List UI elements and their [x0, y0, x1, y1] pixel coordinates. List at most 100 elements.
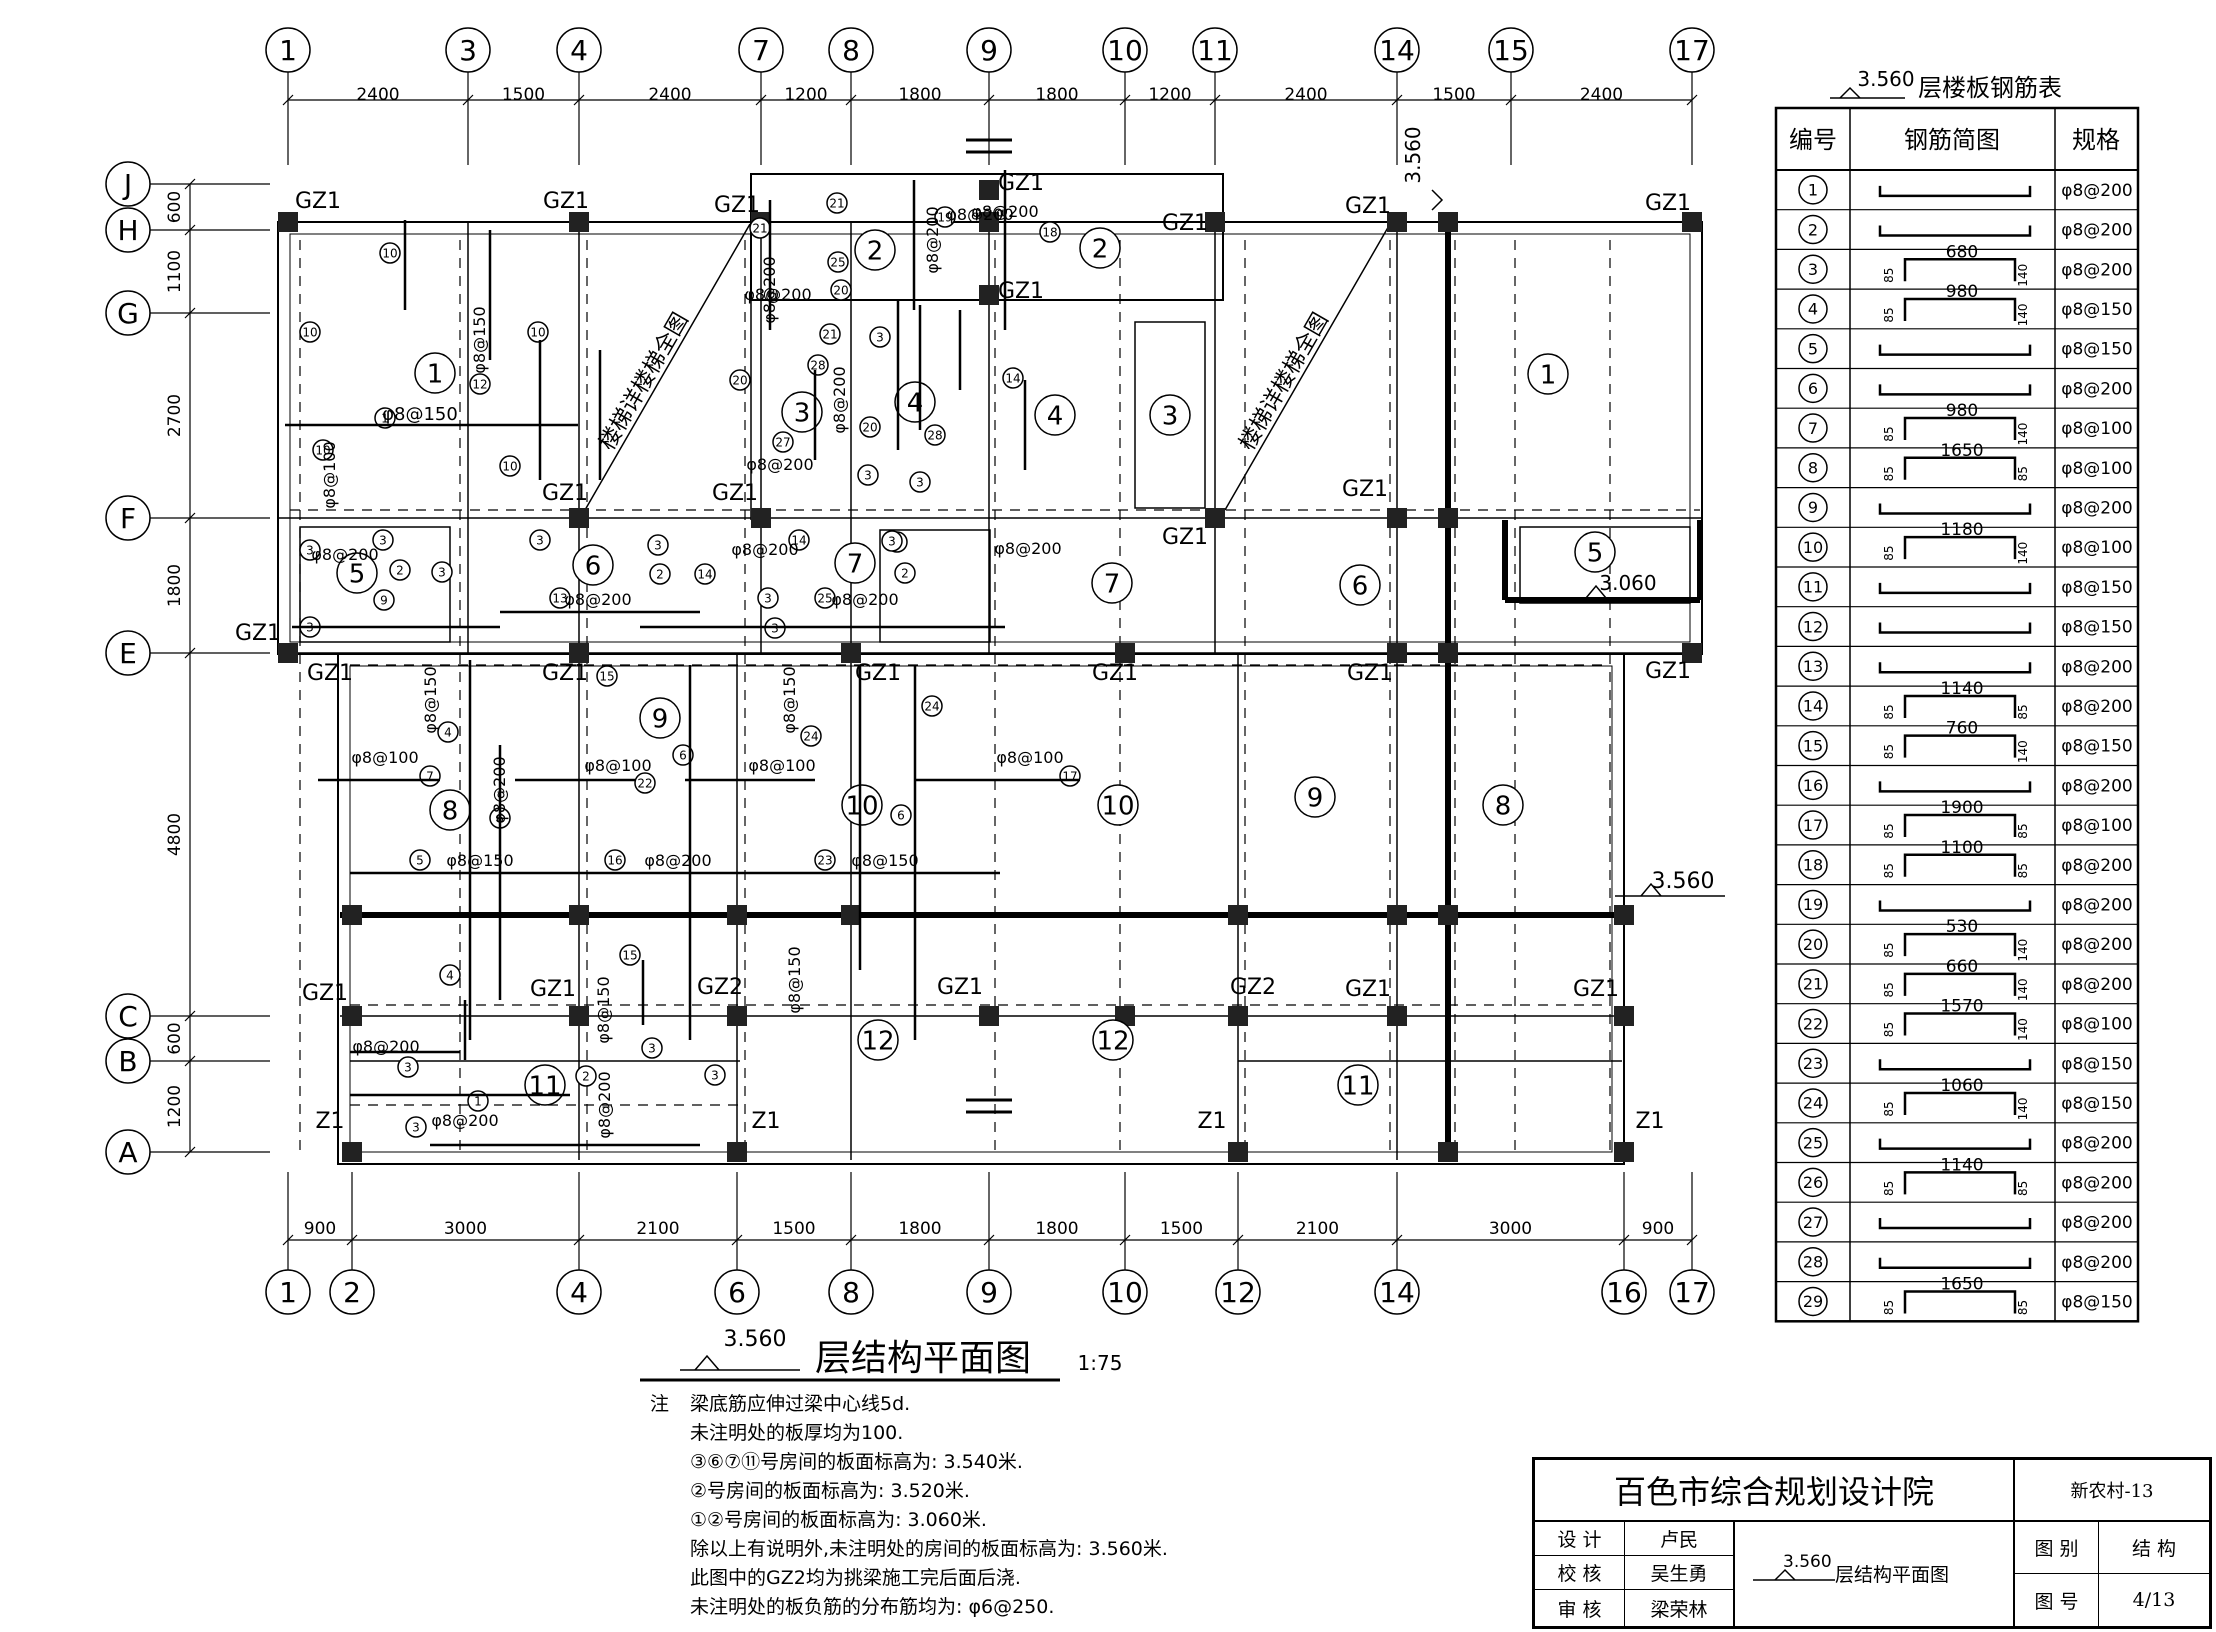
room-bubble-label: 11 [528, 1071, 561, 1101]
category-label: 图 别 [2015, 1522, 2099, 1574]
grid-bubble-bottom-label: 12 [1220, 1276, 1256, 1309]
room-bubble-label: 6 [1352, 571, 1369, 601]
dimension-tick [983, 94, 995, 106]
rebar-callout-label: 3 [306, 543, 314, 557]
rebar-callout-label: 20 [862, 420, 877, 434]
stair-note: 楼梯详楼梯全图 [595, 309, 694, 455]
table-header: 规格 [2072, 126, 2120, 154]
number-value: 4/13 [2132, 1589, 2176, 1611]
column-block [979, 1006, 999, 1026]
rebar-number [1798, 1207, 1828, 1237]
column-label: Z1 [1635, 1109, 1664, 1134]
rebar-callout [924, 424, 946, 446]
room-bubble-label: 9 [652, 704, 669, 734]
dimension-tick [1391, 1234, 1403, 1246]
rebar-callout [312, 439, 334, 461]
column-block [1614, 1142, 1634, 1162]
column-label: GZ1 [855, 661, 901, 686]
rebar-number-label: 28 [1803, 1253, 1823, 1272]
column-block [342, 1006, 362, 1026]
rebar-callout-label: 10 [530, 325, 545, 339]
rebar-callout-label: 16 [607, 853, 622, 867]
rebar-callout-label: 2 [901, 566, 909, 580]
rebar-spec: φ8@100 [320, 441, 339, 508]
rebar-callout [575, 1065, 597, 1087]
rebar-hook-length: 85 [1882, 307, 1896, 322]
rebar-callout [437, 721, 459, 743]
room-bubble-label: 5 [349, 559, 366, 589]
column-block [569, 508, 589, 528]
dimension-text: 600 [165, 1022, 185, 1054]
dimension-tick [1686, 1234, 1698, 1246]
rebar-spec: φ8@150 [594, 976, 613, 1043]
rebar-callout [379, 242, 401, 264]
rebar-callout-label: 25 [830, 255, 845, 269]
rebar-callout-label: 2 [582, 1069, 590, 1083]
rebar-number [1798, 532, 1828, 562]
rebar-callout-label: 10 [302, 325, 317, 339]
column-label: GZ1 [1573, 977, 1619, 1002]
rebar-callout [373, 589, 395, 611]
rebar-number [1798, 611, 1828, 642]
rebar-callout-label: 3 [438, 565, 446, 579]
rebar-callout-label: 21 [822, 327, 837, 341]
dimension-tick [1232, 1234, 1244, 1246]
room-bubble [1092, 1019, 1134, 1061]
table-level: 3.560 [1857, 67, 1914, 91]
rebar-length: 1180 [1940, 520, 1983, 540]
rebar-number-label: 1 [1808, 181, 1818, 200]
grid-bubble-left-label: H [117, 214, 138, 247]
stair-note: 楼梯详楼梯全图 [1235, 309, 1334, 455]
rebar-hook-length: 85 [1882, 943, 1896, 958]
rebar-number-label: 2 [1808, 220, 1818, 239]
rebar-number [1798, 770, 1828, 801]
rebar-spec: φ8@200 [352, 1037, 419, 1056]
rebar-callout [372, 529, 394, 551]
rebar-callout [921, 695, 943, 717]
rebar-callout-label: 21 [829, 196, 844, 210]
rebar-spec: φ8@200 [2061, 498, 2132, 518]
rebar-spec: φ8@200 [2061, 935, 2132, 955]
rebar-callout-label: 28 [810, 358, 825, 372]
rebar-callout-label: 12 [472, 377, 487, 391]
rebar-callout-label: 3 [648, 1041, 656, 1055]
rebar-number [1798, 492, 1828, 523]
rebar-callout [647, 534, 669, 556]
rebar-number [1798, 453, 1828, 483]
rebar-callout [619, 944, 641, 966]
rebar-number [1798, 969, 1828, 999]
room-bubble [639, 697, 681, 739]
rebar-spec: φ8@200 [490, 756, 509, 823]
note-line: 除以上有说明外,未注明处的房间的板面标高为: 3.560米. [690, 1538, 1168, 1560]
grid-bubble-top-label: 15 [1493, 34, 1529, 67]
rebar-spec: φ8@100 [351, 748, 418, 767]
column-label: GZ1 [235, 621, 281, 646]
rebar-callout-label: 24 [803, 729, 818, 743]
rebar-spec: φ8@150 [470, 306, 489, 373]
role-label: 校 核 [1535, 1556, 1625, 1590]
column-block [1387, 1006, 1407, 1026]
rebar-length: 1140 [1940, 1155, 1983, 1175]
rebar-number-label: 17 [1803, 816, 1823, 835]
plan-scale: 1:75 [1078, 1351, 1123, 1375]
dimension-text: 1100 [165, 250, 185, 293]
room-bubble-label: 9 [1307, 783, 1324, 813]
plan-title: 层结构平面图 [815, 1338, 1031, 1379]
column-block [569, 905, 589, 925]
dimension-text: 1800 [1035, 1219, 1078, 1239]
drawing-level: 3.560 [1783, 1552, 1832, 1572]
dimension-tick [1209, 94, 1221, 106]
rebar-hook-length: 85 [2016, 863, 2030, 878]
rebar-spec: φ8@200 [2061, 975, 2132, 995]
dimension-tick [346, 1234, 358, 1246]
column-block [1387, 643, 1407, 663]
dimension-text: 1800 [1035, 85, 1078, 105]
rebar-shape-icon [1878, 781, 2032, 793]
level-symbol-icon [1753, 1568, 1835, 1581]
dimension-tick [184, 178, 196, 190]
rebar-callout-label: 6 [679, 748, 687, 762]
rebar-hook-length: 85 [1882, 466, 1896, 481]
table-frame [1774, 106, 2140, 1323]
rebar-callout [800, 725, 822, 747]
room-bubble-label: 12 [1096, 1026, 1129, 1056]
